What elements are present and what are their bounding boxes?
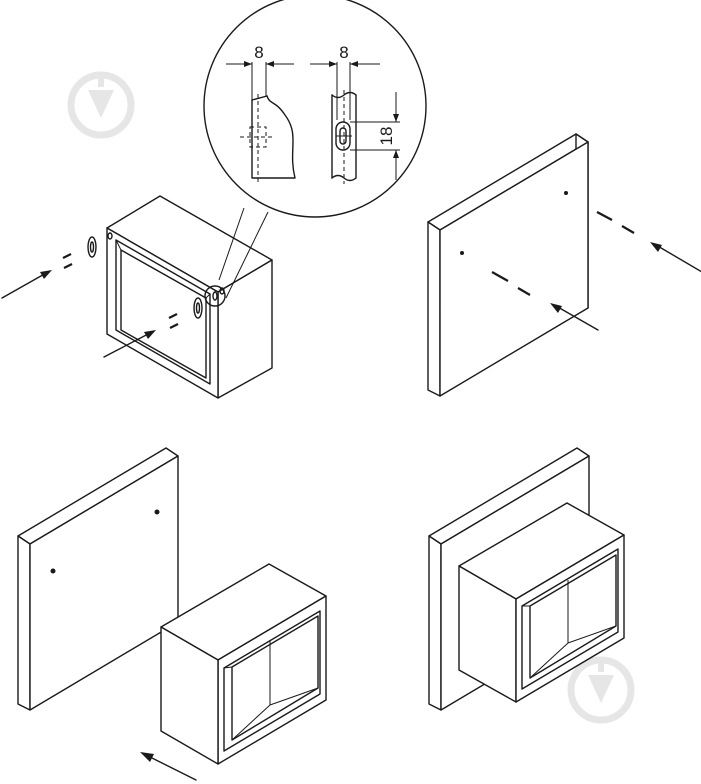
watermark-logo-icon xyxy=(67,71,135,139)
step4-cube xyxy=(458,502,625,703)
arrow-icon xyxy=(650,242,701,273)
dim-width-left: 8 xyxy=(254,43,263,62)
keyhole-hanger-icon xyxy=(193,297,203,319)
keyhole-hanger-icon xyxy=(87,236,97,258)
dim-width-right: 8 xyxy=(339,43,348,62)
step2-panel xyxy=(427,133,589,397)
step3-cube xyxy=(160,563,327,765)
dowel-icon xyxy=(491,211,635,296)
arrow-icon xyxy=(1,270,52,299)
arrow-icon xyxy=(103,330,156,358)
arrow-icon xyxy=(550,303,599,331)
detail-callout: 8 8 18 xyxy=(203,0,427,307)
step1-cube xyxy=(106,195,273,399)
dim-height: 18 xyxy=(377,127,396,146)
step3-panel xyxy=(17,447,179,711)
screw-icon xyxy=(62,253,179,329)
watermark-logo-icon xyxy=(567,656,635,724)
arrow-icon xyxy=(140,752,197,781)
